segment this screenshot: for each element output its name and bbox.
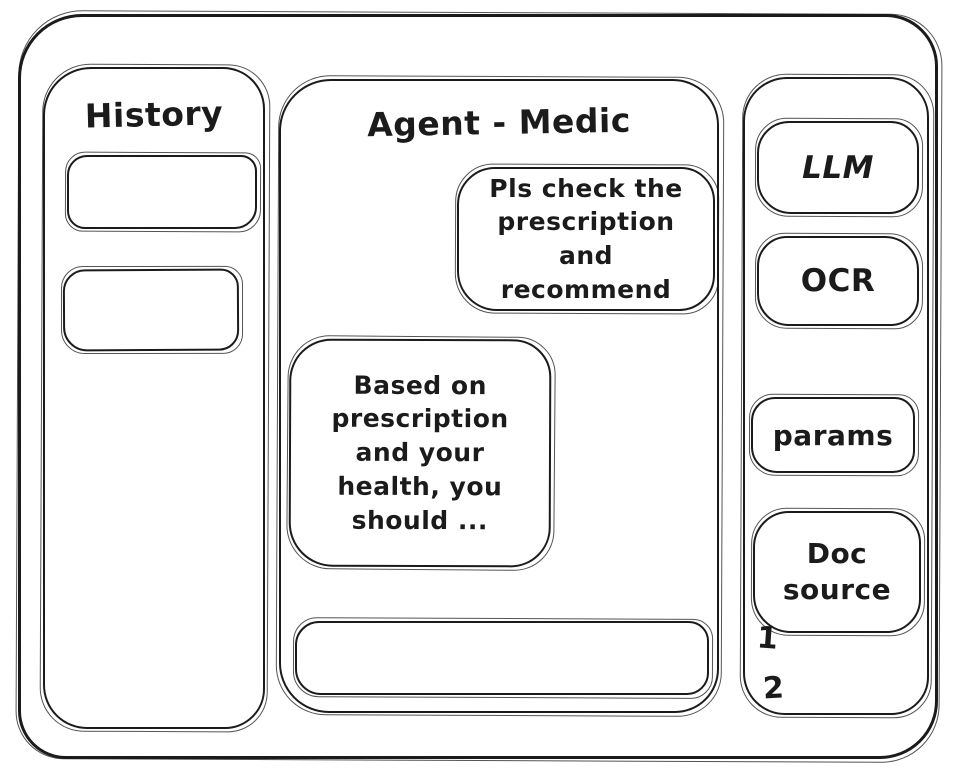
user-message-bubble: Pls check the prescription and recommend: [457, 167, 715, 311]
doc-source-item-1: 1: [755, 620, 780, 657]
doc-source-button-label: Doc source: [782, 536, 892, 606]
llm-button[interactable]: LLM: [757, 121, 919, 214]
params-button-label: params: [772, 418, 894, 452]
agent-message-bubble: Based on prescription and your health, y…: [288, 338, 552, 568]
ocr-button-label: OCR: [800, 263, 876, 299]
chat-panel: Agent - Medic Pls check the prescription…: [279, 79, 719, 713]
history-item[interactable]: [67, 155, 257, 229]
message-input[interactable]: [295, 621, 709, 695]
doc-source-item-2: 2: [762, 670, 785, 707]
history-panel: History: [43, 67, 265, 729]
history-panel-title: History: [84, 93, 224, 136]
app-window-frame: History Agent - Medic Pls check the pres…: [18, 14, 938, 759]
agent-message-text: Based on prescription and your health, y…: [331, 370, 509, 535]
tools-panel: LLM OCR params Doc source 1 2: [743, 77, 929, 715]
chat-panel-title: Agent - Medic: [366, 100, 632, 145]
ocr-button[interactable]: OCR: [757, 236, 919, 326]
llm-button-label: LLM: [802, 149, 874, 186]
doc-source-button[interactable]: Doc source: [753, 511, 921, 633]
params-button[interactable]: params: [751, 397, 915, 473]
user-message-text: Pls check the prescription and recommend: [489, 173, 683, 304]
history-item[interactable]: [62, 268, 240, 352]
